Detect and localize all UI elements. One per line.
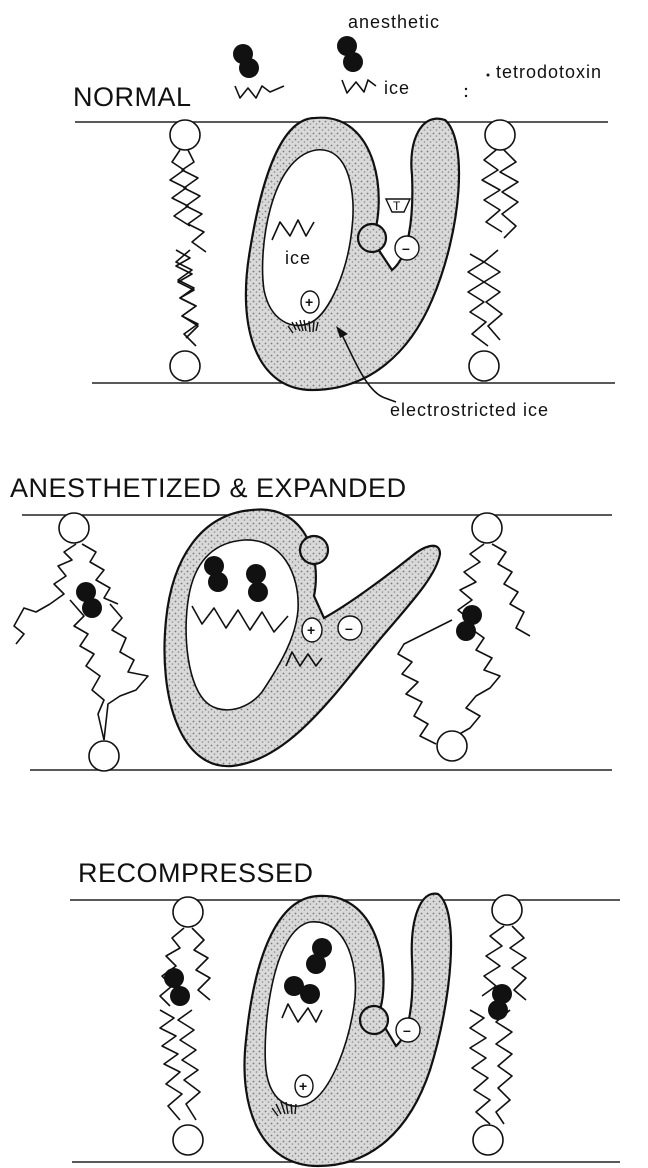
panel-anesthetized: ANESTHETIZED & EXPANDED: [10, 473, 612, 771]
gate-knob: [358, 224, 386, 252]
lipid-head: [170, 120, 200, 150]
legend: anesthetic ice tetrodotoxin: [233, 12, 602, 98]
lipid-head: [59, 513, 89, 543]
legend-ice-chain-1: [235, 86, 284, 98]
panel-normal-title: NORMAL: [73, 82, 192, 112]
panel-anesthetized-title: ANESTHETIZED & EXPANDED: [10, 473, 407, 503]
lipid-head: [473, 1125, 503, 1155]
lipid-head: [173, 897, 203, 927]
ice-label: ice: [285, 248, 311, 268]
lipid-head: [469, 351, 499, 381]
svg-text:–: –: [345, 620, 353, 636]
legend-ice-label: ice: [384, 78, 410, 98]
plus-charge: +: [301, 291, 319, 313]
gate-knob: [360, 1006, 388, 1034]
callout-label: electrostricted ice: [390, 400, 549, 420]
lipid-head: [173, 1125, 203, 1155]
lipid-head: [485, 120, 515, 150]
lipid-left: [170, 120, 206, 381]
lipid-head: [472, 513, 502, 543]
lipid-head: [492, 895, 522, 925]
svg-text:+: +: [307, 622, 315, 638]
panel-recompressed: RECOMPRESSED: [70, 858, 620, 1166]
legend-anesthetic-label: anesthetic: [348, 12, 440, 32]
svg-text:T: T: [393, 199, 401, 213]
legend-anesthetic-molecule-2: [337, 36, 376, 93]
panel-normal: NORMAL ice: [73, 82, 615, 420]
lipid-head: [437, 731, 467, 761]
anesthetic-molecule: [246, 564, 266, 584]
lipid-right: [470, 895, 526, 1155]
lipid-left: [14, 513, 148, 771]
lipid-head: [170, 351, 200, 381]
protein-channel: [246, 118, 459, 390]
legend-tetrodotoxin-label: tetrodotoxin: [496, 62, 602, 82]
lipid-right: [468, 120, 518, 381]
minus-charge: –: [338, 616, 362, 640]
svg-text:–: –: [402, 240, 410, 256]
gate-knob: [300, 536, 328, 564]
lipid-head: [89, 741, 119, 771]
panel-recompressed-title: RECOMPRESSED: [78, 858, 314, 888]
lipid-left: [160, 897, 210, 1155]
protein-channel: [164, 510, 440, 767]
plus-charge: +: [295, 1075, 313, 1097]
minus-charge: –: [396, 1018, 420, 1042]
minus-charge: –: [395, 236, 419, 260]
svg-text:+: +: [305, 294, 313, 310]
svg-text:–: –: [403, 1022, 411, 1038]
lipid-right: [398, 513, 530, 761]
plus-charge: +: [302, 618, 322, 642]
svg-text:+: +: [299, 1078, 307, 1094]
legend-ice-chain-2: [342, 80, 376, 93]
anesthetic-molecule: [164, 968, 184, 988]
tetrodotoxin-marker: T: [386, 199, 410, 213]
legend-anesthetic-molecule-1: [233, 44, 284, 98]
